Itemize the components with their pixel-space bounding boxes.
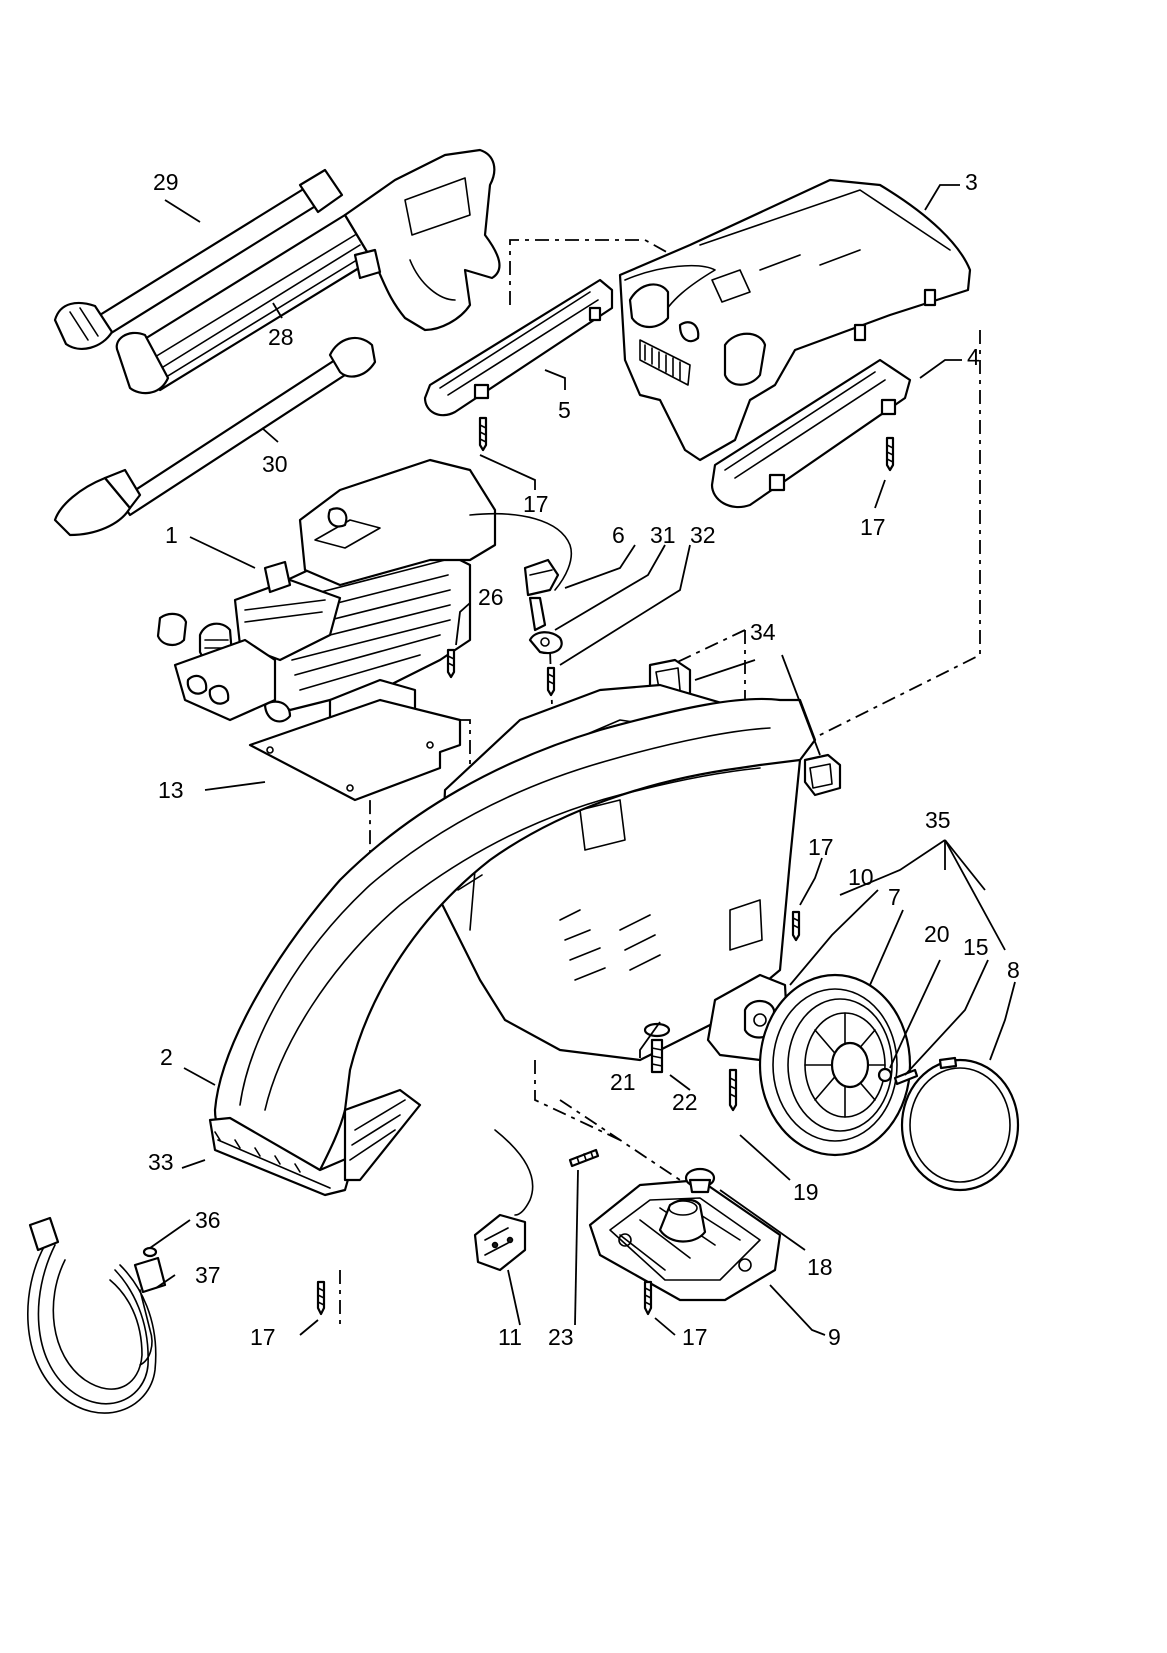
callout-22: 22 xyxy=(672,1089,698,1115)
callouts: 29 3 28 4 5 30 17 17 1 6 31 32 26 34 13 … xyxy=(148,169,1020,1350)
callout-32: 32 xyxy=(690,522,716,548)
callout-1: 1 xyxy=(165,522,178,548)
callout-15: 15 xyxy=(963,934,989,960)
callout-33: 33 xyxy=(148,1149,174,1175)
screw-26 xyxy=(446,648,456,679)
screw-17-left-top xyxy=(478,416,488,452)
callout-5: 5 xyxy=(558,397,571,423)
part-8-ring xyxy=(900,1056,1020,1192)
callout-13: 13 xyxy=(158,777,184,803)
callout-28: 28 xyxy=(268,324,294,350)
part-9-base-foot xyxy=(588,1178,782,1302)
screw-19 xyxy=(728,1068,738,1112)
part-36-hose xyxy=(27,1216,167,1414)
callout-7: 7 xyxy=(888,884,901,910)
callout-17-bottom-left: 17 xyxy=(250,1324,276,1350)
callout-11: 11 xyxy=(498,1324,522,1350)
callout-6: 6 xyxy=(612,522,625,548)
callout-36: 36 xyxy=(195,1207,221,1233)
part-4-handle-rail xyxy=(710,358,912,509)
callout-17-base: 17 xyxy=(682,1324,708,1350)
part-18-cap xyxy=(684,1167,716,1194)
part-7-wheel xyxy=(758,973,912,1157)
part-11-power-plug xyxy=(473,1129,534,1272)
part-29-lance xyxy=(53,168,344,350)
callout-9: 9 xyxy=(828,1324,841,1350)
part-28-spray-gun xyxy=(115,148,501,395)
screw-23 xyxy=(568,1148,600,1168)
callout-35: 35 xyxy=(925,807,951,833)
callout-30: 30 xyxy=(262,451,288,477)
part-20-hub xyxy=(877,1067,893,1083)
part-3-top-cover xyxy=(618,178,972,462)
screw-17-frame-right xyxy=(791,910,801,942)
part-30-nozzle-lance xyxy=(53,336,377,537)
callout-4: 4 xyxy=(967,344,980,370)
callout-21: 21 xyxy=(610,1069,636,1095)
part-21-washer xyxy=(643,1022,671,1038)
callout-2: 2 xyxy=(160,1044,173,1070)
callout-17-top-left: 17 xyxy=(523,491,549,517)
part-13-base-plate xyxy=(248,698,462,802)
callout-17-top-right: 17 xyxy=(860,514,886,540)
screw-32 xyxy=(546,666,556,697)
part-31-clamp xyxy=(528,631,563,655)
callout-26: 26 xyxy=(478,584,504,610)
screw-17-base xyxy=(643,1280,653,1316)
part-1-motor-pump xyxy=(156,458,573,742)
part-5-handle-rail xyxy=(423,278,614,417)
part-37-seal xyxy=(142,1246,158,1258)
callout-18: 18 xyxy=(807,1254,833,1280)
callout-20: 20 xyxy=(924,921,950,947)
callout-19: 19 xyxy=(793,1179,819,1205)
callout-34: 34 xyxy=(750,619,776,645)
callout-8: 8 xyxy=(1007,957,1020,983)
callout-37: 37 xyxy=(195,1262,221,1288)
part-22-bolt xyxy=(650,1038,664,1074)
leader-lines xyxy=(149,184,1016,1336)
callout-29: 29 xyxy=(153,169,179,195)
callout-3: 3 xyxy=(965,169,978,195)
part-2-main-frame xyxy=(208,683,817,1197)
callout-23: 23 xyxy=(548,1324,574,1350)
callout-10: 10 xyxy=(848,864,874,890)
part-6-hose-clip xyxy=(523,558,560,632)
callout-17-frame: 17 xyxy=(808,834,834,860)
callout-31: 31 xyxy=(650,522,676,548)
screw-17-right-top xyxy=(885,436,895,472)
screw-17-bottom-left xyxy=(316,1280,326,1316)
part-34-clip-lower xyxy=(803,753,842,797)
